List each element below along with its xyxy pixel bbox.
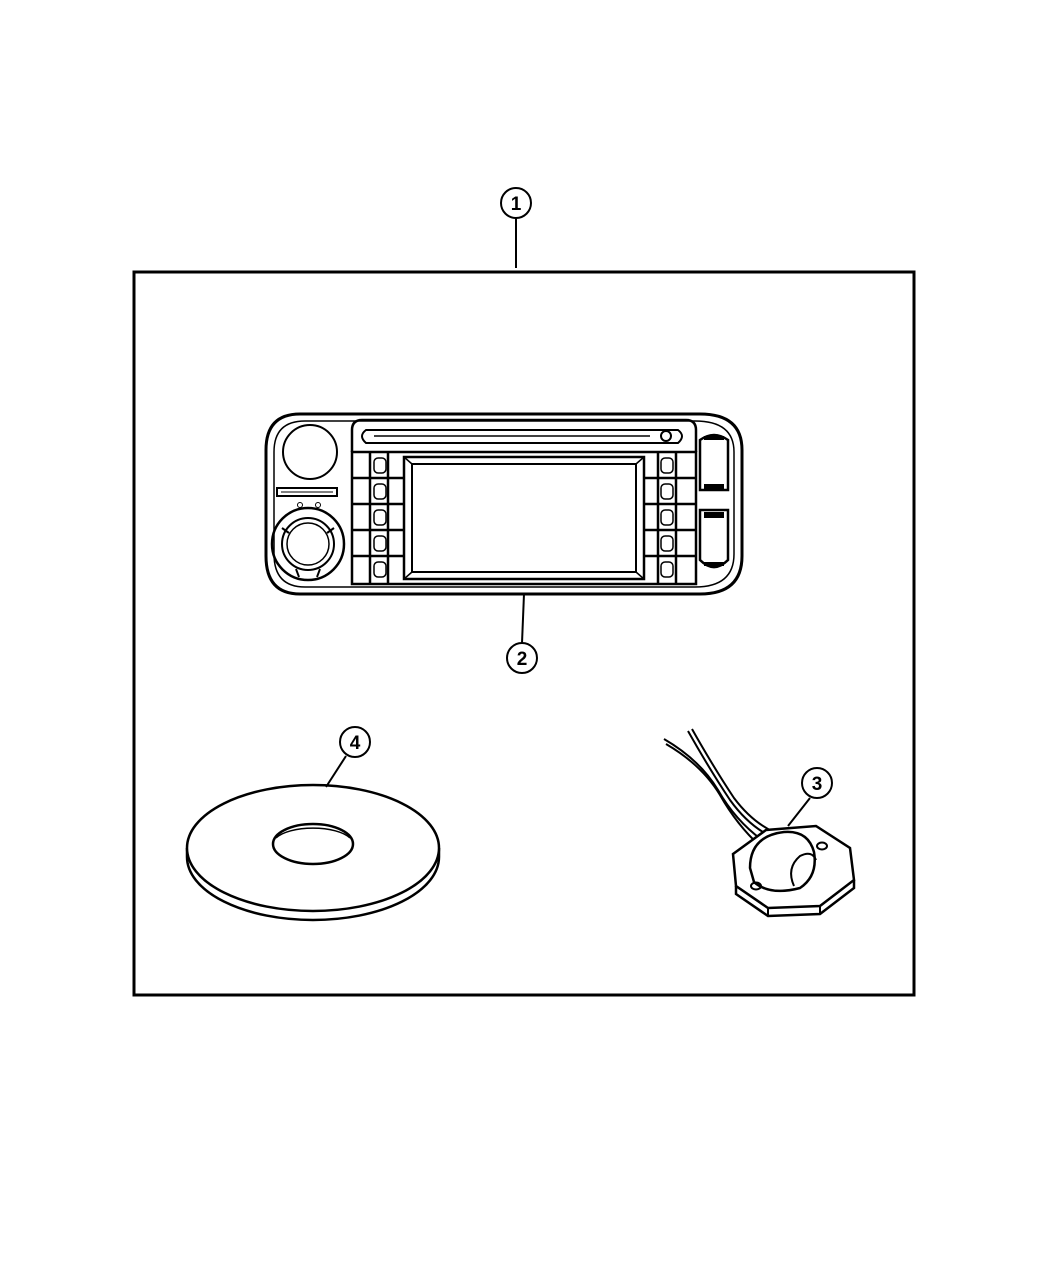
gps-antenna-icon: [663, 728, 856, 918]
callout-1-label: 1: [511, 194, 522, 215]
callout-4: 4: [325, 726, 371, 788]
navigation-radio-unit-icon: [264, 412, 744, 596]
callout-1: 1: [500, 187, 532, 268]
map-disc-icon: [185, 783, 441, 922]
callout-3: 3: [787, 767, 833, 827]
callout-2: 2: [506, 593, 538, 674]
callout-3-label: 3: [812, 774, 823, 795]
kit-frame: [132, 270, 916, 997]
callout-4-label: 4: [350, 733, 361, 754]
callout-2-label: 2: [517, 649, 528, 670]
